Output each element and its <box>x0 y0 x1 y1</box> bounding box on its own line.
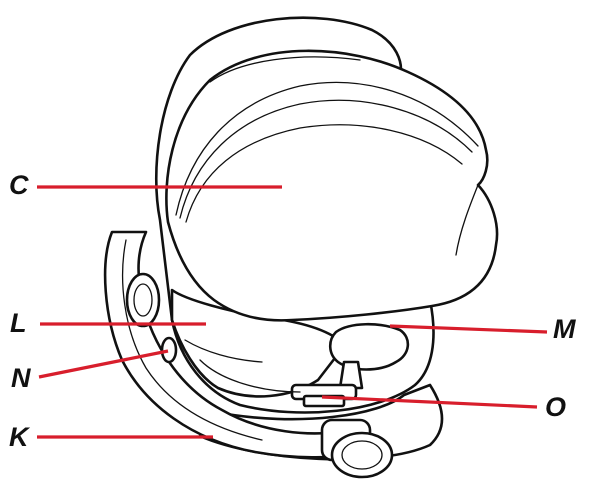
callout-label-l: L <box>10 310 27 337</box>
callout-label-k: K <box>9 424 29 451</box>
callout-label-o: O <box>545 394 566 421</box>
harness-pad <box>330 324 408 369</box>
callout-label-m: M <box>553 316 576 343</box>
callout-label-n: N <box>11 365 31 392</box>
callout-label-c: C <box>9 172 29 199</box>
handle-hub <box>127 274 159 326</box>
base-knob <box>332 433 392 477</box>
release-button <box>162 338 176 362</box>
